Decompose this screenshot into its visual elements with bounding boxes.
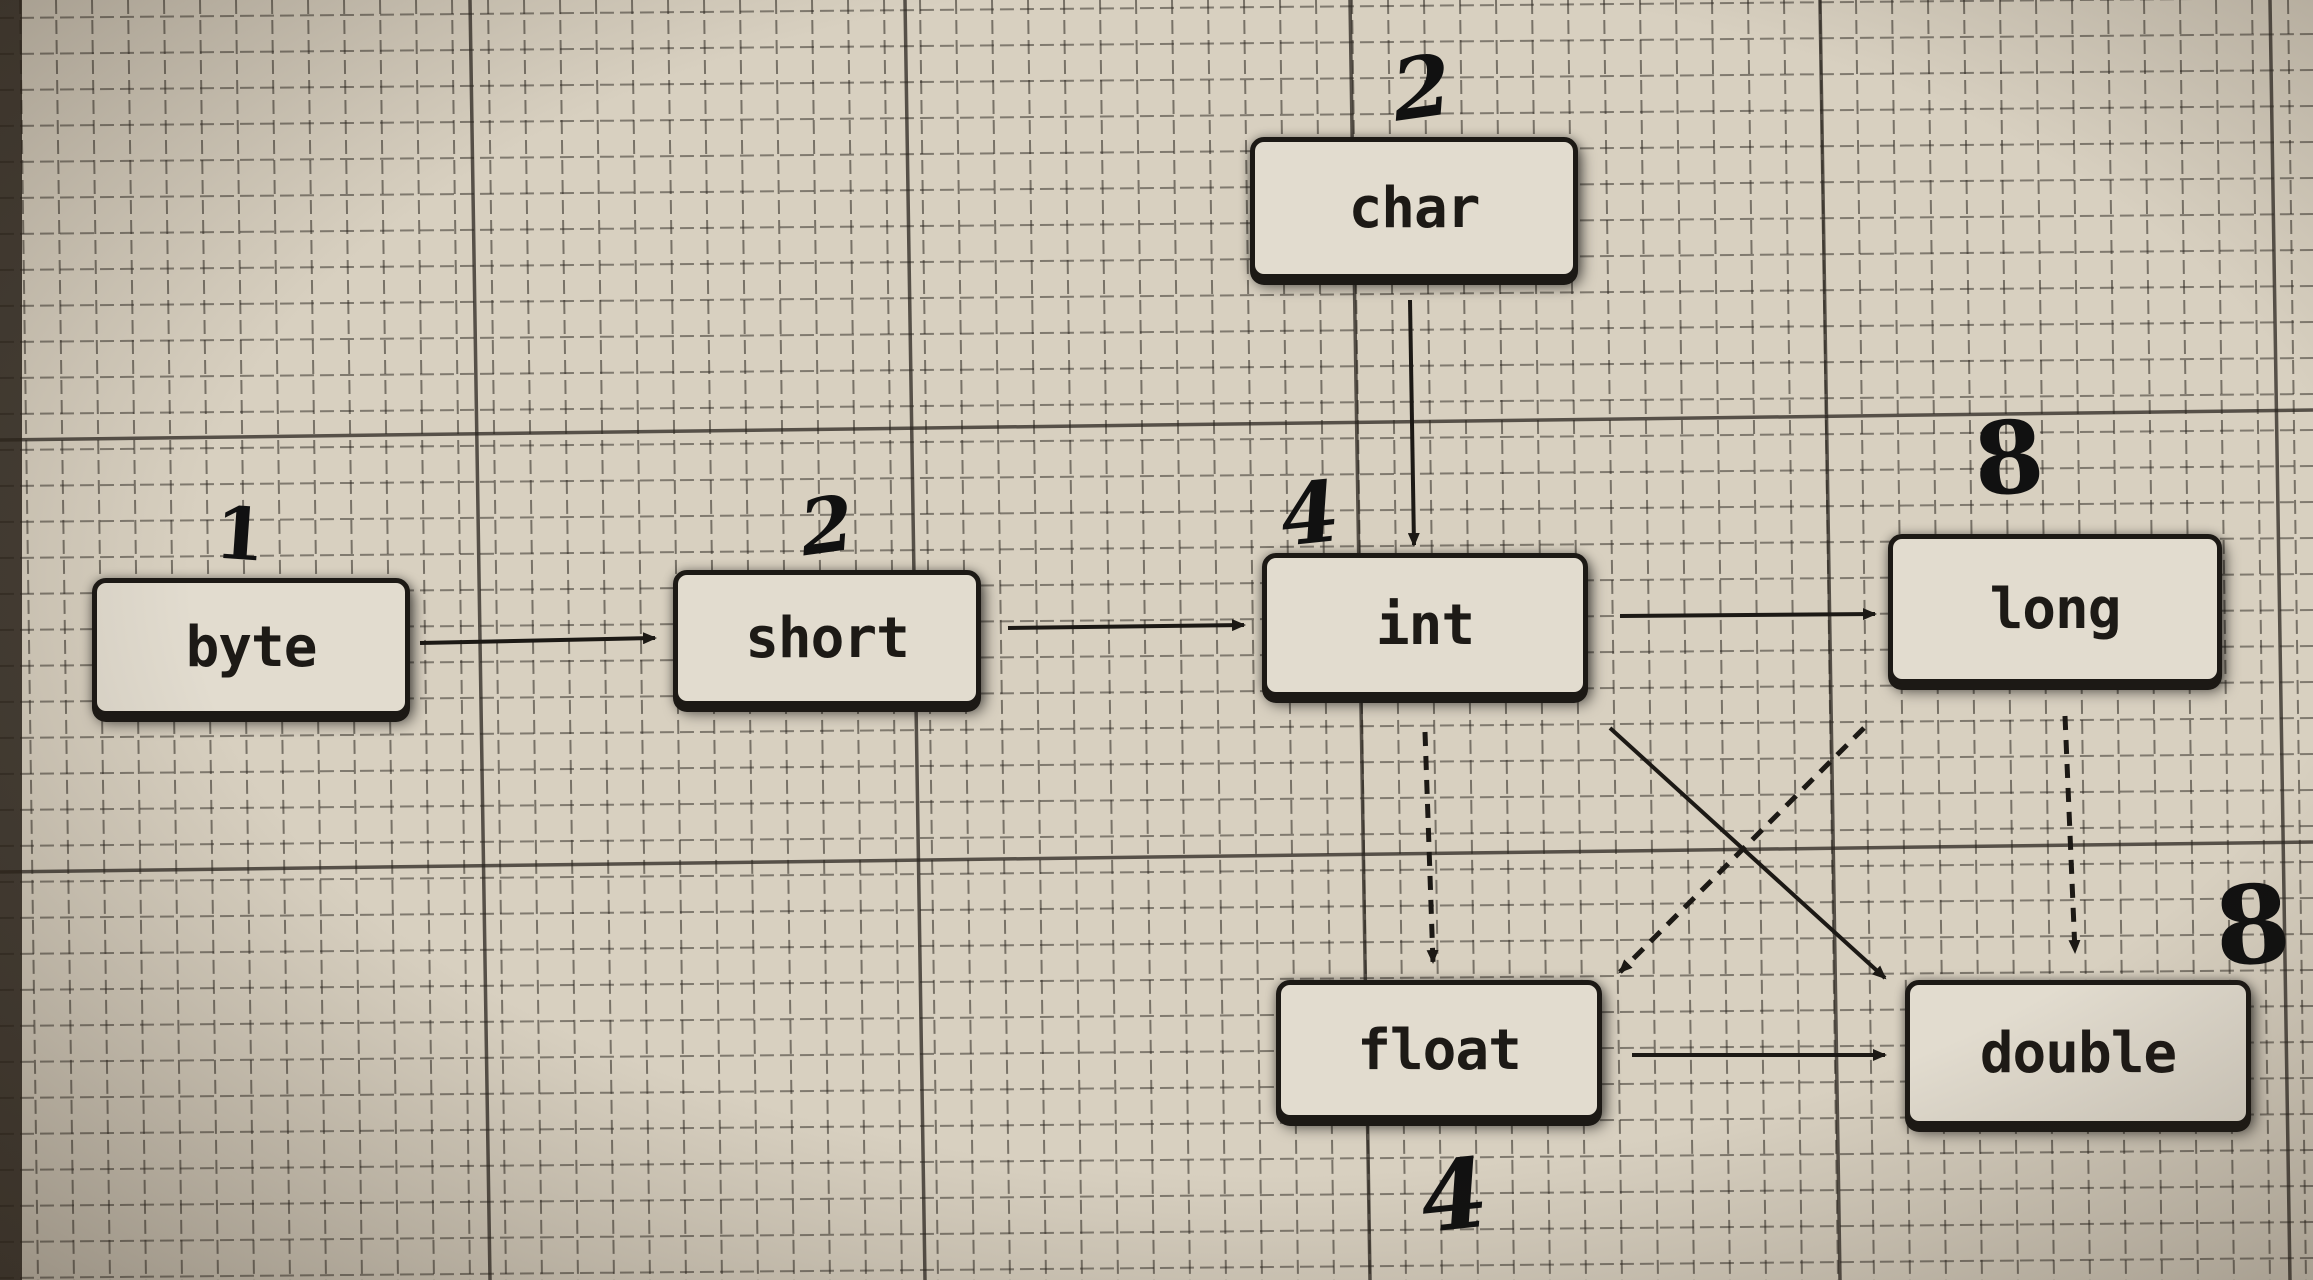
double-size-mark: 8 (2210, 860, 2295, 992)
arrow-long-to-double (2062, 715, 2081, 954)
node-int-label: int (1375, 592, 1475, 658)
node-float-label: float (1357, 1017, 1522, 1083)
short-size-mark: 2 (797, 476, 856, 575)
float-size-mark: 4 (1416, 1134, 1491, 1257)
node-short-label: short (745, 605, 910, 671)
node-long-label: long (1989, 576, 2122, 642)
node-int: int (1262, 553, 1588, 697)
node-byte-label: byte (185, 614, 318, 680)
node-float: float (1276, 980, 1602, 1120)
node-double: double (1905, 980, 2251, 1126)
arrow-int-to-long (1619, 608, 1877, 621)
arrow-int-to-double (1608, 726, 1887, 980)
char-size-mark: 2 (1388, 32, 1454, 143)
node-char: char (1250, 137, 1578, 279)
long-size-mark: 8 (1969, 396, 2048, 520)
byte-size-mark: 1 (212, 489, 269, 578)
node-double-label: double (1979, 1020, 2177, 1086)
arrow-short-to-int (1007, 619, 1246, 632)
node-long: long (1888, 534, 2222, 684)
node-byte: byte (92, 578, 410, 716)
arrow-char-to-int (1407, 299, 1420, 547)
arrow-byte-to-short (419, 632, 657, 645)
int-size-mark: 4 (1276, 460, 1342, 567)
arrow-long-to-float (1618, 726, 1866, 974)
node-char-label: char (1348, 175, 1481, 241)
node-short: short (673, 570, 981, 706)
arrow-int-to-float (1422, 731, 1439, 964)
